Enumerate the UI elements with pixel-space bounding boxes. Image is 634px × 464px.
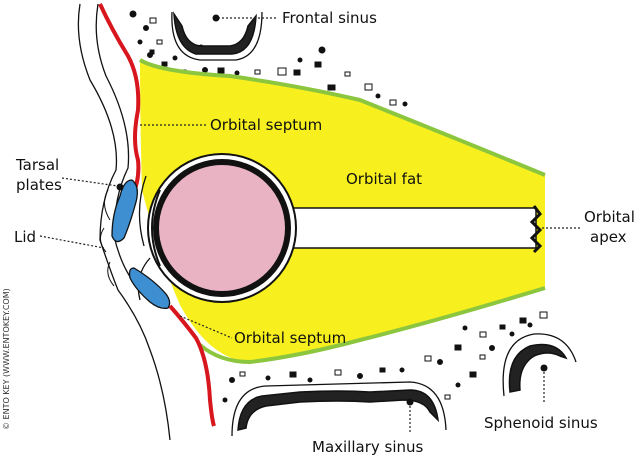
label-orbital-apex-2: apex [590,228,627,246]
sphenoid-sinus-shape [508,343,568,393]
label-orbital-septum-lower: Orbital septum [234,329,346,347]
globe-inner [153,159,291,297]
frontal-sinus-shape [173,11,257,55]
upper-fat-border [138,58,546,177]
label-orbital-septum-upper: Orbital septum [210,116,322,134]
maxillary-sinus-rim [231,381,447,437]
label-tarsal-plates-2: plates [16,176,62,194]
label-sphenoid-sinus: Sphenoid sinus [484,414,598,432]
bone-fragments-upper [129,10,408,107]
credit-text: © ENTO KEY (WWW.ENTOKEY.COM) [2,288,11,430]
lower-tarsal-plate [128,267,171,310]
orbital-septum-lower-line [168,304,216,427]
lid-fold [100,189,115,287]
label-frontal-sinus: Frontal sinus [282,9,377,27]
cornea [151,189,161,267]
orbital-apex-edge [529,205,543,254]
lid-skin [95,3,133,281]
lower-fat-border [198,286,546,365]
orbital-septum-upper-line [98,3,141,197]
label-orbital-apex-1: Orbital [584,208,634,226]
sphenoid-sinus-rim [502,333,577,397]
label-orbital-fat: Orbital fat [346,170,422,188]
leader-dots [116,14,548,406]
label-lid: Lid [14,228,36,246]
bone-fragments-lower [222,311,548,403]
leader-lines [39,17,580,434]
frontal-sinus-rim [171,11,263,61]
maxillary-sinus-shape [237,389,440,431]
upper-tarsal-plate [111,179,138,243]
label-tarsal-plates-1: Tarsal [15,156,59,174]
optic-nerve [269,207,537,249]
label-maxillary-sinus: Maxillary sinus [312,438,424,456]
